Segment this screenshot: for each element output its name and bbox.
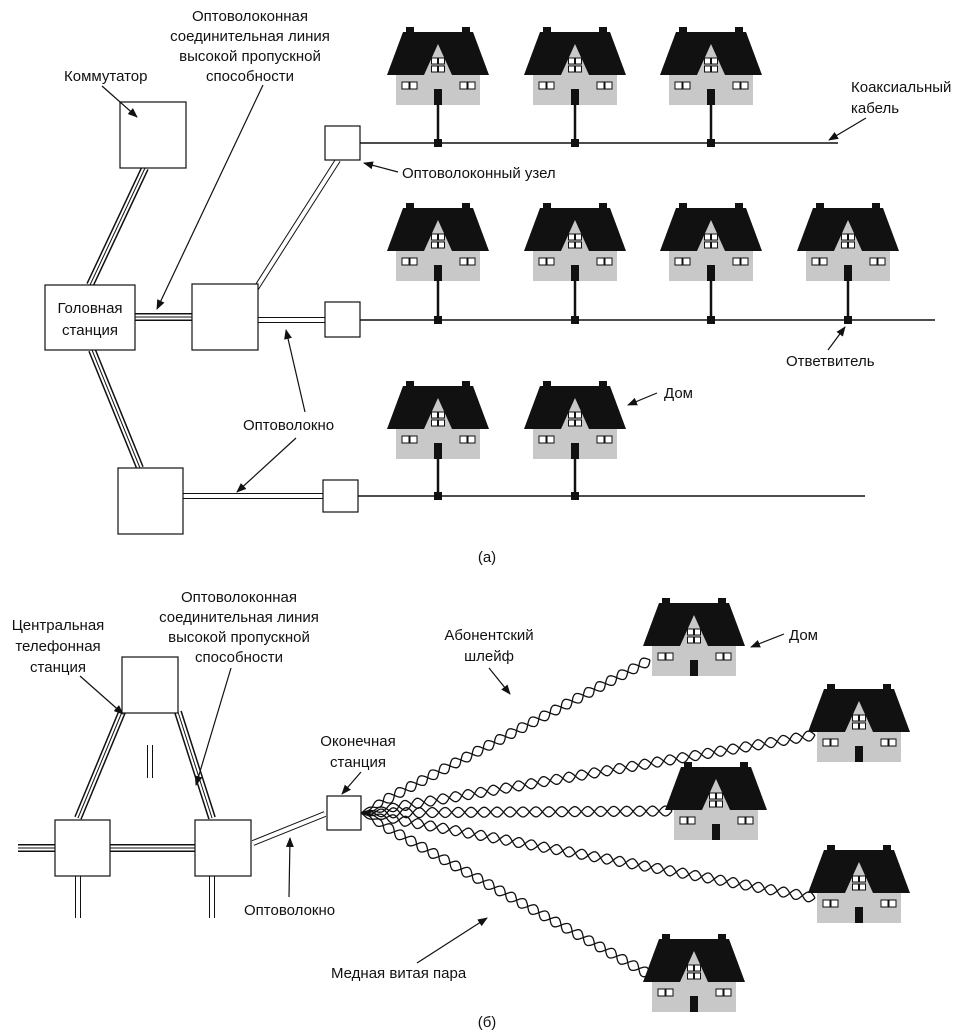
fiber-links-a [86,158,341,499]
switch-box [119,101,187,169]
house-icon [659,26,763,106]
house-icon [807,683,911,763]
twisted-pairs [360,657,816,978]
houses-b [642,597,911,1013]
fiber-label-a: Оптоволокно [243,417,334,434]
svg-text:станция: станция [330,754,386,771]
fiber-node-bottom [322,479,359,513]
house-icon [386,380,490,460]
svg-text:телефонная: телефонная [15,638,100,655]
headend-label-1: Головная [57,300,122,317]
trunk-label-a: Оптоволоконная соединительная линия высо… [170,8,330,85]
svg-text:высокой пропускной: высокой пропускной [168,629,310,646]
svg-text:Центральная: Центральная [12,617,105,634]
twisted-pair-wire [360,657,651,814]
twisted-pair-label: Медная витая пара [331,965,467,982]
headend-label-2: станция [62,322,118,339]
house-label-b: Дом [789,627,818,644]
trunk-label-b: Оптоволоконная соединительная линия высо… [159,589,319,666]
central-office-box [121,656,179,714]
fiber-node-label: Оптоволоконный узел [402,165,556,182]
coax-label-2: кабель [851,100,899,117]
house-icon [659,202,763,282]
exchange-box-left [54,819,111,877]
arrow-icon [363,161,399,173]
arrow-icon [236,437,297,493]
house-icon [807,844,911,924]
fiber-node-top [324,125,361,161]
central-office-label: Центральная телефонная станция [12,617,105,676]
svg-text:соединительная линия: соединительная линия [159,609,319,626]
twisted-pair-wire [360,659,651,814]
local-loop-label: Абонентский шлейф [444,627,533,665]
house-icon [523,380,627,460]
part-b: Центральная телефонная станция Оптоволок… [12,589,911,1031]
part-a: Головная станция [44,8,951,566]
fiber-label-b: Оптоволокно [244,902,335,919]
svg-text:Оптоволоконная: Оптоволоконная [192,8,308,25]
svg-text:способности: способности [195,649,283,666]
end-office-label: Оконечная станция [320,733,395,771]
arrow-icon [750,633,785,648]
caption-a: (а) [478,549,496,566]
svg-text:способности: способности [206,68,294,85]
arrow-icon [341,771,362,795]
arrow-icon [101,85,138,118]
house-icon [523,26,627,106]
house-icon [664,761,768,841]
end-office-box [326,795,362,831]
hub-box-middle [191,283,259,351]
hub-box-bottom [117,467,184,535]
taps-row-1 [434,105,715,147]
twisted-pair-wire [360,812,816,903]
coax-label-1: Коаксиальный [851,79,951,96]
svg-text:станция: станция [30,659,86,676]
caption-b: (б) [478,1014,497,1031]
svg-text:соединительная линия: соединительная линия [170,28,330,45]
svg-text:высокой пропускной: высокой пропускной [179,48,321,65]
arrow-icon [156,84,264,310]
arrow-icon [285,837,294,898]
house-row-3 [386,380,627,460]
arrow-icon [627,392,658,406]
arrow-icon [416,917,488,964]
arrow-icon [828,117,867,141]
fiber-node-middle [324,301,361,338]
arrow-icon [194,667,232,786]
arrow-icon [79,675,124,715]
headend-box [44,284,136,351]
twisted-pair-wire [360,732,816,814]
house-icon [796,202,900,282]
arrow-icon [284,329,306,413]
exchange-box-right [194,819,252,877]
house-row-1 [386,26,763,106]
arrow-icon [827,326,846,351]
tap-label: Ответвитель [786,353,875,370]
svg-text:шлейф: шлейф [464,648,514,665]
svg-text:Абонентский: Абонентский [444,627,533,644]
house-icon [386,202,490,282]
switch-label: Коммутатор [64,68,147,85]
fiber-links-b [18,710,327,918]
arrow-icon [488,667,511,695]
house-row-2 [386,202,900,282]
svg-text:Оконечная: Оконечная [320,733,395,750]
house-icon [523,202,627,282]
svg-text:Оптоволоконная: Оптоволоконная [181,589,297,606]
house-icon [642,933,746,1013]
house-icon [642,597,746,677]
house-icon [386,26,490,106]
twisted-pair-wire [360,812,651,978]
house-label-a: Дом [664,385,693,402]
taps-row-3 [434,459,579,500]
twisted-pair-wire [360,805,673,819]
taps-row-2 [434,281,852,324]
